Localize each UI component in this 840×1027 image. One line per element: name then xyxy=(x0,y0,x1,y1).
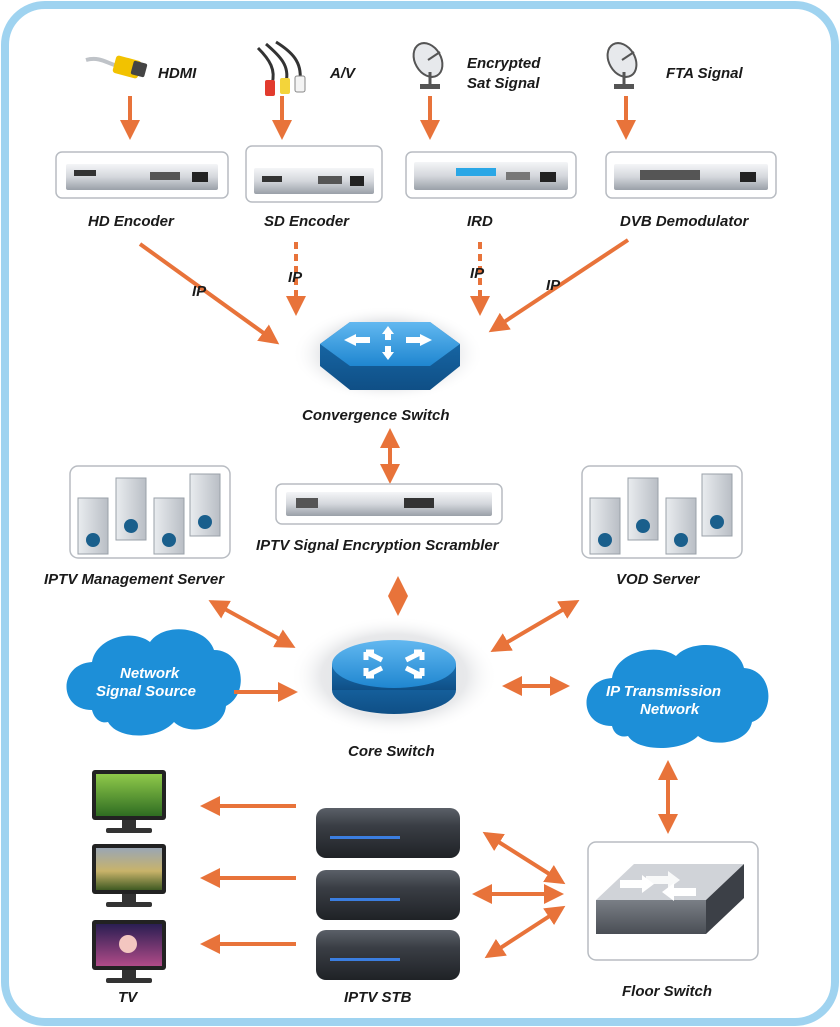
set-top-box-icon xyxy=(316,808,460,858)
network-signal-source-label-line2: Signal Source xyxy=(96,683,196,700)
convergence-switch-label: Convergence Switch xyxy=(302,407,450,424)
vod-server-group xyxy=(581,465,743,559)
vod-core-arrow xyxy=(490,599,580,653)
demod-ip-arrow xyxy=(488,238,630,333)
dvb-demodulator-device xyxy=(605,151,777,199)
hd-encoder-device xyxy=(55,151,229,199)
dvb-demodulator-label: DVB Demodulator xyxy=(620,213,750,230)
ip-transmission-label-line1: IP Transmission xyxy=(606,683,721,700)
server-tower-icon xyxy=(589,473,733,555)
core-switch-icon xyxy=(290,616,498,736)
av-label: A/V xyxy=(329,65,357,82)
convergence-switch-icon xyxy=(292,306,484,402)
ip-transmission-network-cloud-icon xyxy=(586,644,769,748)
ip-label: IP xyxy=(546,277,561,294)
monitor-icon xyxy=(92,770,166,833)
vod-server-label: VOD Server xyxy=(616,571,701,588)
management-core-arrow xyxy=(208,600,296,648)
core-switch-label: Core Switch xyxy=(348,743,435,760)
floor-switch-label: Floor Switch xyxy=(622,983,712,1000)
network-signal-source-label-line1: Network xyxy=(120,665,180,682)
management-server-group xyxy=(69,465,231,559)
sd-encoder-label: SD Encoder xyxy=(264,213,350,230)
management-server-label: IPTV Management Server xyxy=(44,571,225,588)
encrypted-sat-label-line2: Sat Signal xyxy=(467,75,540,92)
encrypted-sat-label-line1: Encrypted xyxy=(467,55,541,72)
hd-encoder-label: HD Encoder xyxy=(88,213,175,230)
scrambler-label: IPTV Signal Encryption Scrambler xyxy=(256,537,500,554)
set-top-box-icon xyxy=(316,930,460,980)
set-top-box-icon xyxy=(316,870,460,920)
monitor-icon xyxy=(92,844,166,907)
stb-floor-arrow xyxy=(484,905,566,959)
ip-label: IP xyxy=(192,283,207,300)
floor-switch-group xyxy=(587,841,759,961)
network-signal-source-cloud-icon xyxy=(66,629,241,736)
monitor-icon xyxy=(92,920,166,983)
ird-label: IRD xyxy=(467,213,493,230)
hdmi-label: HDMI xyxy=(158,65,197,82)
av-cable-icon xyxy=(256,40,306,96)
hdmi-plug-icon xyxy=(85,55,148,79)
server-tower-icon xyxy=(77,473,221,555)
ip-transmission-label-line2: Network xyxy=(640,701,700,718)
ird-device xyxy=(405,151,577,199)
scrambler-device xyxy=(275,483,503,525)
iptv-stb-label: IPTV STB xyxy=(344,989,412,1006)
satellite-dish-icon xyxy=(606,42,638,89)
stb-floor-arrow xyxy=(482,831,566,885)
sd-encoder-device xyxy=(245,145,383,203)
switch-icon xyxy=(596,864,744,934)
satellite-dish-icon xyxy=(412,42,444,89)
tv-label: TV xyxy=(118,989,139,1006)
ip-label: IP xyxy=(288,269,303,286)
hd-encoder-ip-arrow xyxy=(138,242,280,345)
ip-label: IP xyxy=(470,265,485,282)
fta-signal-label: FTA Signal xyxy=(666,65,743,82)
